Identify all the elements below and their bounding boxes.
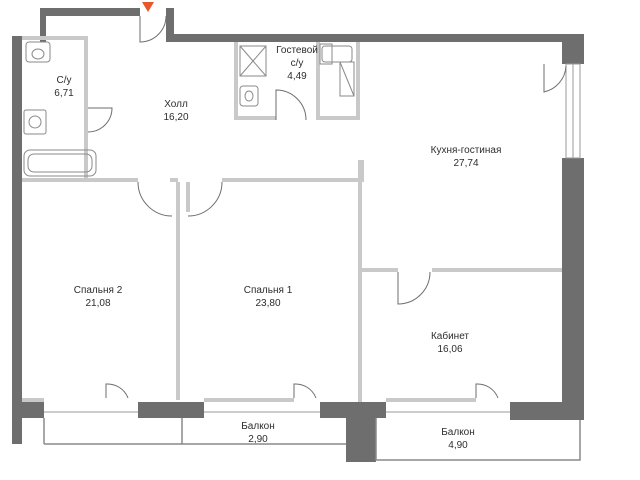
door-swings: [87, 15, 567, 399]
room-name: Гостевой с/у: [276, 45, 318, 69]
room-area: 4,49: [287, 71, 307, 82]
interior-walls: [22, 36, 562, 402]
room-name: Балкон: [241, 421, 275, 432]
room-name: С/у: [56, 75, 72, 86]
room-name: Кабинет: [430, 331, 470, 342]
room-area: 16,06: [437, 344, 463, 355]
room-label-hall: Холл 16,20: [163, 98, 188, 124]
room-name: Спальня 1: [243, 285, 293, 296]
windows: [44, 63, 581, 413]
room-label-balcony1: Балкон 2,90: [241, 420, 275, 446]
room-label-bathroom: С/у 6,71: [54, 74, 73, 100]
room-area: 23,80: [255, 298, 281, 309]
room-area: 16,20: [163, 112, 189, 123]
room-area: 27,74: [453, 158, 479, 169]
balcony-outlines: [43, 418, 581, 461]
room-label-guest-wc: Гостевой с/у 4,49: [273, 44, 321, 83]
exterior-walls: [12, 8, 584, 462]
room-label-balcony2: Балкон 4,90: [441, 426, 475, 452]
room-name: Холл: [164, 99, 188, 110]
room-label-kitchen-living: Кухня-гостиная 27,74: [431, 144, 502, 170]
room-area: 6,71: [54, 88, 74, 99]
room-area: 4,90: [448, 440, 468, 451]
room-name: Кухня-гостиная: [430, 145, 502, 156]
room-area: 21,08: [85, 298, 111, 309]
room-label-study: Кабинет 16,06: [431, 330, 469, 356]
room-label-bedroom1: Спальня 1 23,80: [244, 284, 293, 310]
room-area: 2,90: [248, 434, 268, 445]
room-label-bedroom2: Спальня 2 21,08: [74, 284, 123, 310]
room-name: Спальня 2: [73, 285, 123, 296]
bath-fixtures: [23, 41, 355, 177]
room-name: Балкон: [441, 427, 475, 438]
entrance-marker-icon: [142, 2, 154, 12]
